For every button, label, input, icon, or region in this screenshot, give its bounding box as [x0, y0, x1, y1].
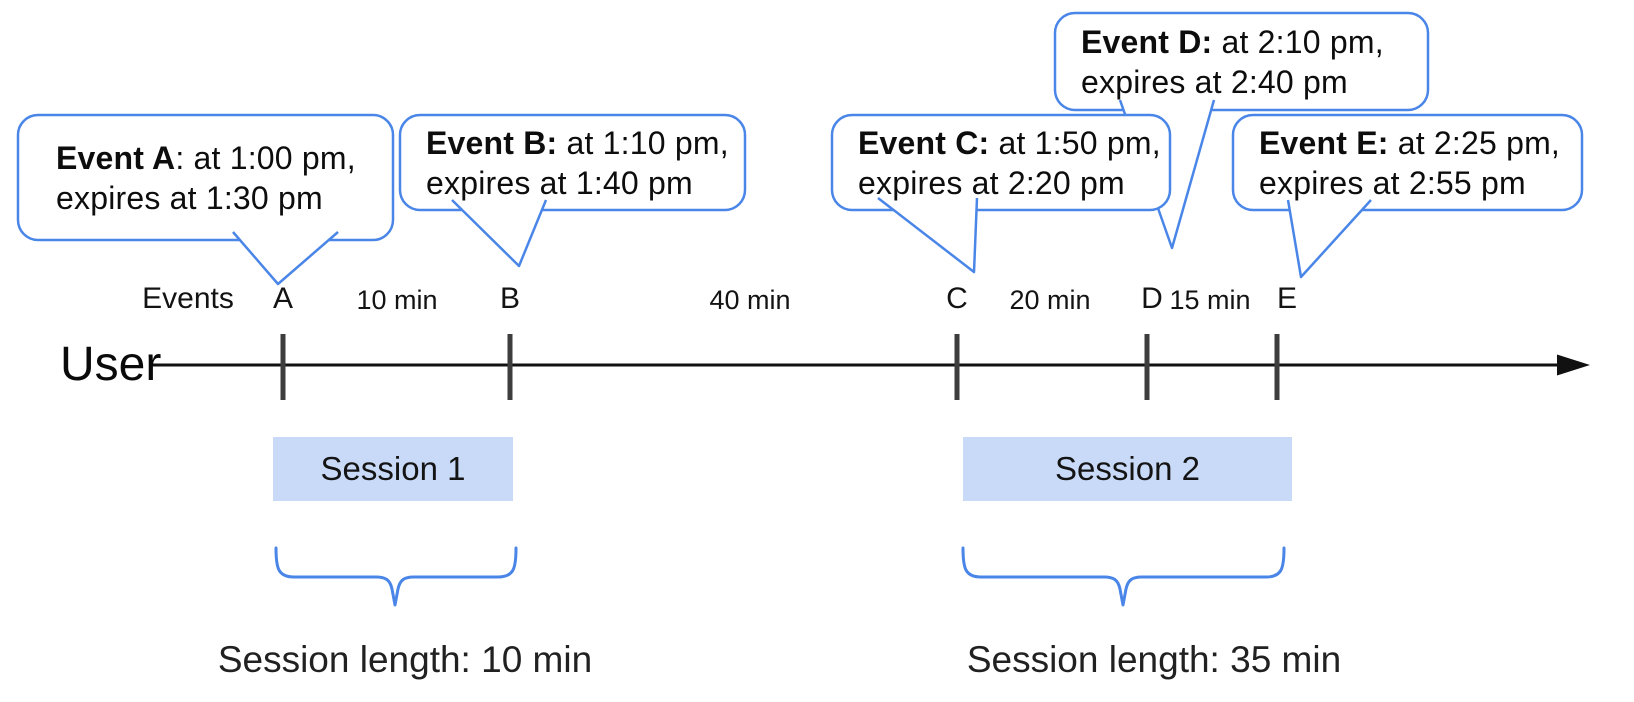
callout-d-time: at 2:10 pm,: [1212, 23, 1384, 60]
callout-bubble-c: [830, 113, 1172, 212]
callout-tail-a: [232, 231, 339, 286]
session-2-brace: [961, 546, 1286, 607]
tick-label-b: B: [499, 282, 520, 315]
callout-c-title: Event C:: [858, 124, 990, 161]
session-1-brace: [274, 546, 518, 607]
callout-a-line1: Event A: at 1:00 pm,: [56, 138, 393, 178]
callout-event-b: Event B: at 1:10 pm, expires at 1:40 pm: [400, 115, 745, 210]
tick-label-e: E: [1276, 282, 1297, 315]
callout-a-time: : at 1:00 pm,: [175, 139, 356, 176]
session-1-label: Session 1: [320, 450, 466, 487]
callout-event-d: Event D: at 2:10 pm, expires at 2:40 pm: [1055, 13, 1428, 110]
callout-c-expiry: expires at 2:20 pm: [858, 164, 1125, 201]
interval-d-e: 15 min: [1169, 285, 1251, 315]
callout-b-expiry: expires at 1:40 pm: [426, 164, 693, 201]
callout-event-e: Event E: at 2:25 pm, expires at 2:55 pm: [1233, 115, 1582, 210]
callout-e-time: at 2:25 pm,: [1388, 124, 1561, 161]
callout-b-line1: Event B: at 1:10 pm,: [426, 123, 745, 163]
callout-tail-c: [877, 197, 979, 274]
callout-d-expiry: expires at 2:40 pm: [1081, 63, 1348, 100]
user-axis-label: User: [60, 338, 162, 391]
callout-e-expiry: expires at 2:55 pm: [1259, 164, 1526, 201]
session-2-label: Session 2: [1055, 450, 1200, 487]
tick-label-c: C: [946, 282, 968, 315]
session-1-length-caption: Session length: 10 min: [217, 639, 593, 680]
callout-bubble-b: [398, 113, 747, 212]
timeline-arrowhead-icon: [1557, 354, 1590, 376]
callout-c-time: at 1:50 pm,: [989, 124, 1161, 161]
callout-a-expiry: expires at 1:30 pm: [56, 179, 323, 216]
callout-bubble-d: [1053, 11, 1430, 112]
session-2-length-caption: Session length: 35 min: [966, 639, 1342, 680]
callout-b-title: Event B:: [426, 124, 558, 161]
interval-c-d: 20 min: [1009, 285, 1091, 315]
callout-event-a: Event A: at 1:00 pm, expires at 1:30 pm: [18, 115, 393, 240]
callout-c-line1: Event C: at 1:50 pm,: [858, 123, 1170, 163]
callout-b-time: at 1:10 pm,: [557, 124, 729, 161]
events-row-label: Events: [142, 282, 234, 315]
callout-tail-b: [451, 199, 548, 268]
callout-e-title: Event E:: [1259, 124, 1389, 161]
session-1-box: Session 1: [273, 437, 513, 501]
tick-label-a: A: [272, 282, 293, 315]
callout-tail-e: [1286, 199, 1372, 279]
interval-b-c: 40 min: [709, 285, 791, 315]
callout-d-line1: Event D: at 2:10 pm,: [1081, 22, 1428, 62]
callout-bubble-e: [1231, 113, 1584, 212]
callout-event-c: Event C: at 1:50 pm, expires at 2:20 pm: [832, 115, 1170, 210]
tick-label-d: D: [1141, 282, 1163, 315]
callout-e-line1: Event E: at 2:25 pm,: [1259, 123, 1582, 163]
interval-a-b: 10 min: [356, 285, 438, 315]
callout-d-title: Event D:: [1081, 23, 1213, 60]
session-2-box: Session 2: [963, 437, 1292, 501]
callout-bubble-a: [16, 113, 395, 242]
callout-a-title: Event A: [56, 139, 176, 176]
